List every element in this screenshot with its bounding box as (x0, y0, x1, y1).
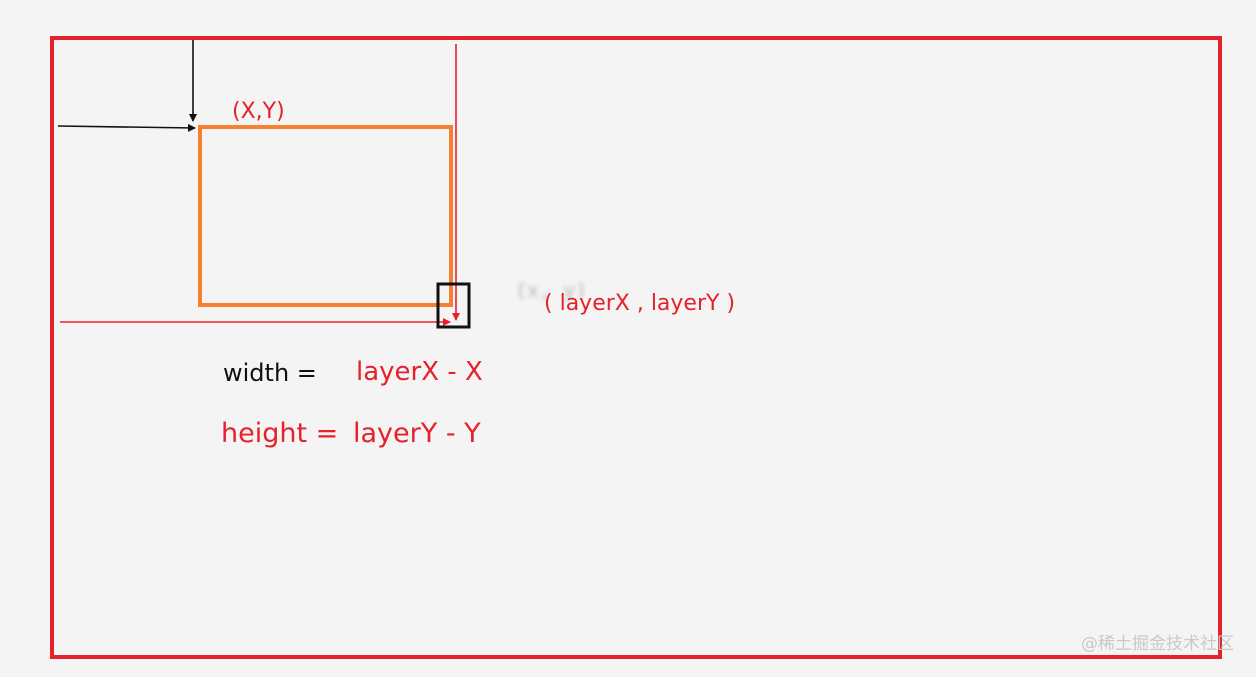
width-label: width = (223, 359, 317, 387)
layer-point-label: ( layerX , layerY ) (544, 291, 736, 316)
origin-label: (X,Y) (232, 99, 285, 124)
height-label: height = (221, 418, 339, 449)
watermark-text: @稀土掘金技术社区 (1081, 634, 1234, 654)
selection-rectangle (198, 125, 453, 307)
cursor-box (436, 282, 471, 329)
black-horizontal-arrow (57, 123, 196, 132)
outer-frame (50, 36, 1222, 659)
height-formula: layerY - Y (353, 418, 481, 449)
width-formula: layerX - X (356, 357, 483, 387)
blurred-point-label: (x, y) (515, 278, 588, 302)
